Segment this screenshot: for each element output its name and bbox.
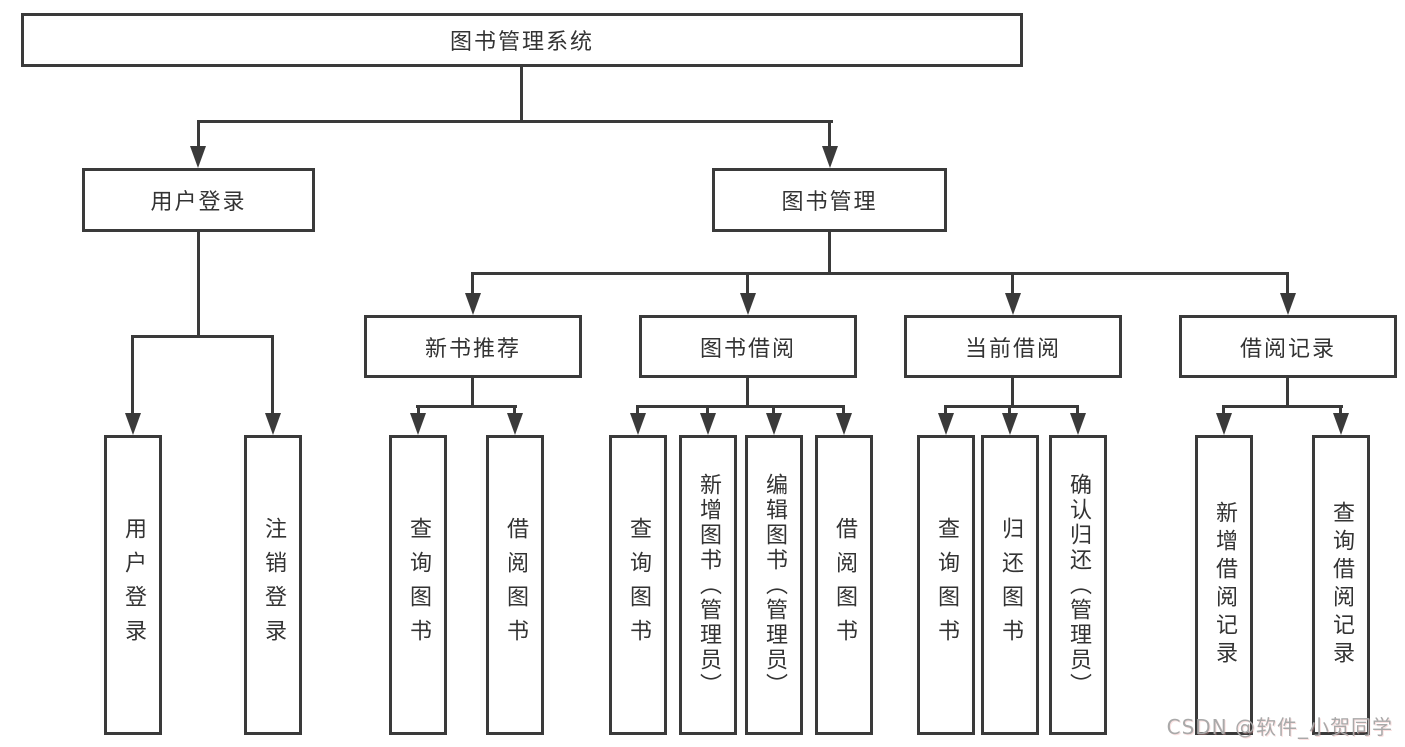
leaf-label: 注销登录	[261, 517, 286, 653]
connector-line	[471, 272, 1289, 275]
leaf-label: 借阅图书	[832, 517, 857, 653]
leaf-label: 借阅图书	[503, 517, 528, 653]
connector-line	[1222, 405, 1225, 417]
leaf-edit-books-admin: 编辑图书（管理员）	[745, 435, 803, 735]
leaf-label: 用户登录	[121, 517, 146, 653]
connector-line	[944, 405, 947, 417]
leaf-logout: 注销登录	[244, 435, 302, 735]
connector-line	[746, 272, 749, 298]
node-current-borrow: 当前借阅	[904, 315, 1122, 378]
connector-line	[944, 405, 1079, 408]
connector-line	[1286, 272, 1289, 298]
leaf-label: 查询借阅记录	[1329, 501, 1354, 669]
arrow-down-icon	[822, 146, 838, 168]
connector-line	[1076, 405, 1079, 417]
connector-line	[131, 335, 134, 417]
leaf-label: 归还图书	[998, 517, 1023, 653]
connector-line	[471, 378, 474, 408]
connector-line	[271, 335, 274, 417]
connector-line	[1286, 378, 1289, 408]
connector-line	[1222, 405, 1343, 408]
connector-line	[1011, 272, 1014, 298]
leaf-return-books: 归还图书	[981, 435, 1039, 735]
leaf-query-books: 查询图书	[389, 435, 447, 735]
arrow-down-icon	[1333, 413, 1349, 435]
connector-line	[520, 67, 523, 123]
leaf-borrow-books-2: 借阅图书	[815, 435, 873, 735]
arrow-down-icon	[125, 413, 141, 435]
arrow-down-icon	[836, 413, 852, 435]
arrow-down-icon	[507, 413, 523, 435]
connector-line	[471, 272, 474, 298]
connector-line	[772, 405, 775, 417]
leaf-add-books-admin: 新增图书（管理员）	[679, 435, 737, 735]
arrow-down-icon	[1070, 413, 1086, 435]
arrow-down-icon	[1002, 413, 1018, 435]
node-borrow-record: 借阅记录	[1179, 315, 1397, 378]
arrow-down-icon	[630, 413, 646, 435]
leaf-user-login: 用户登录	[104, 435, 162, 735]
connector-line	[416, 405, 517, 408]
connector-line	[828, 120, 831, 150]
connector-line	[842, 405, 845, 417]
leaf-label: 新增图书（管理员）	[696, 472, 721, 698]
connector-line	[197, 120, 200, 150]
csdn-watermark: CSDN @软件_小贺同学	[1166, 715, 1393, 739]
leaf-query-books-3: 查询图书	[917, 435, 975, 735]
connector-line	[636, 405, 639, 417]
arrow-down-icon	[190, 146, 206, 168]
connector-line	[131, 335, 274, 338]
connector-line	[1339, 405, 1342, 417]
arrow-down-icon	[766, 413, 782, 435]
leaf-label: 查询图书	[626, 517, 651, 653]
connector-line	[1008, 405, 1011, 417]
leaf-label: 查询图书	[406, 517, 431, 653]
arrow-down-icon	[465, 293, 481, 315]
connector-line	[513, 405, 516, 417]
node-book-management: 图书管理	[712, 168, 947, 232]
connector-line	[417, 405, 420, 417]
connector-line	[197, 120, 833, 123]
node-user-login: 用户登录	[82, 168, 315, 232]
node-book-borrow: 图书借阅	[639, 315, 857, 378]
connector-line	[636, 405, 845, 408]
connector-line	[197, 232, 200, 338]
arrow-down-icon	[1280, 293, 1296, 315]
leaf-add-borrow-record: 新增借阅记录	[1195, 435, 1253, 735]
leaf-label: 确认归还（管理员）	[1066, 472, 1091, 698]
arrow-down-icon	[410, 413, 426, 435]
leaf-label: 新增借阅记录	[1212, 501, 1237, 669]
arrow-down-icon	[265, 413, 281, 435]
arrow-down-icon	[938, 413, 954, 435]
node-root: 图书管理系统	[21, 13, 1023, 67]
connector-line	[746, 378, 749, 408]
leaf-label: 查询图书	[934, 517, 959, 653]
connector-line	[706, 405, 709, 417]
arrow-down-icon	[1216, 413, 1232, 435]
leaf-label: 编辑图书（管理员）	[762, 472, 787, 698]
connector-line	[828, 232, 831, 275]
leaf-query-borrow-record: 查询借阅记录	[1312, 435, 1370, 735]
connector-line	[1011, 378, 1014, 408]
arrow-down-icon	[1005, 293, 1021, 315]
node-new-book-recommend: 新书推荐	[364, 315, 582, 378]
leaf-confirm-return-admin: 确认归还（管理员）	[1049, 435, 1107, 735]
arrow-down-icon	[740, 293, 756, 315]
leaf-query-books-2: 查询图书	[609, 435, 667, 735]
leaf-borrow-books: 借阅图书	[486, 435, 544, 735]
arrow-down-icon	[700, 413, 716, 435]
